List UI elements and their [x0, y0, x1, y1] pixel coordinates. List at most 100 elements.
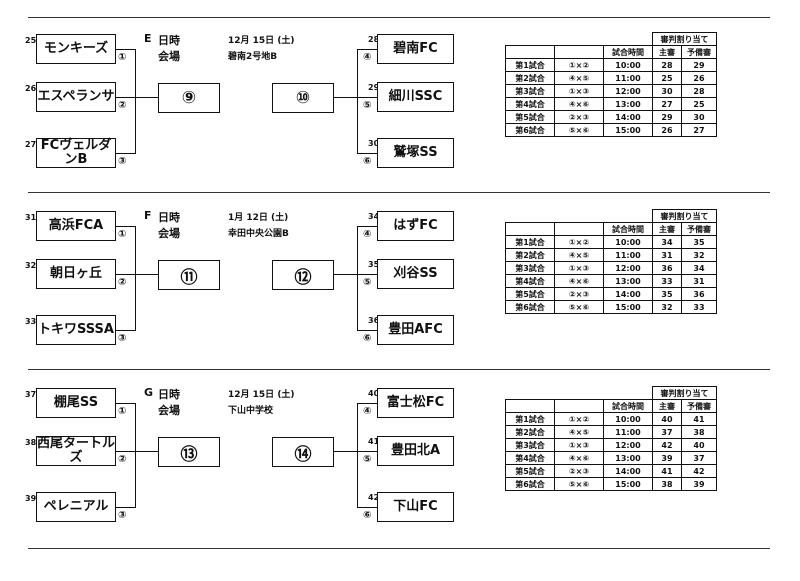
table-header-cell — [554, 45, 604, 59]
table-cell: 12:00 — [603, 261, 653, 275]
bracket-line — [116, 153, 136, 154]
table-cell: ①×② — [554, 58, 604, 72]
table-header-cell: 主審 — [652, 222, 682, 236]
table-header-cell: 主審 — [652, 45, 682, 59]
team-name-box: 細川SSC — [377, 82, 454, 112]
table-cell: 第6試合 — [505, 477, 555, 491]
table-cell: 39 — [681, 477, 717, 491]
table-cell: 33 — [652, 274, 682, 288]
bracket-line — [357, 274, 377, 275]
table-cell: 33 — [681, 300, 717, 314]
table-cell: 12:00 — [603, 84, 653, 98]
section-divider — [28, 192, 770, 193]
table-cell: ⑤×⑥ — [554, 300, 604, 314]
match-date: 12月 15日 (土) — [228, 390, 295, 400]
match-number-box: ⑭ — [272, 437, 334, 467]
table-cell: 第6試合 — [505, 123, 555, 137]
bracket-line — [116, 97, 136, 98]
blank-cell — [604, 387, 653, 400]
bracket-line — [357, 97, 377, 98]
table-cell: ④×⑥ — [554, 451, 604, 465]
table-cell: 第3試合 — [505, 438, 555, 452]
date-label: 日時 — [158, 388, 180, 401]
team-slot: ③ — [118, 510, 127, 521]
bracket-line — [357, 226, 377, 227]
bracket-line — [357, 330, 377, 331]
team-slot: ① — [118, 406, 127, 417]
team-seed: 32 — [25, 261, 37, 270]
table-cell: 14:00 — [603, 464, 653, 478]
table-cell: 第4試合 — [505, 451, 555, 465]
table-cell: 26 — [681, 71, 717, 85]
table-cell: 37 — [681, 451, 717, 465]
team-seed: 26 — [25, 84, 37, 93]
bracket-line — [334, 97, 358, 98]
team-seed: 38 — [25, 438, 37, 447]
team-slot: ② — [118, 100, 127, 111]
blank-cell — [604, 33, 653, 46]
table-cell: 第2試合 — [505, 71, 555, 85]
team-seed: 29 — [368, 83, 380, 92]
team-slot: ② — [118, 454, 127, 465]
blank-cell — [506, 210, 555, 223]
table-cell: ④×⑤ — [554, 71, 604, 85]
referee-assignment-header: 審判割り当て — [652, 386, 717, 400]
table-cell: ①×③ — [554, 84, 604, 98]
team-seed: 33 — [25, 317, 37, 326]
table-header-cell — [505, 222, 555, 236]
table-cell: ④×⑥ — [554, 97, 604, 111]
table-header-cell: 予備審 — [681, 222, 717, 236]
table-cell: ④×⑥ — [554, 274, 604, 288]
team-name-box: 棚尾SS — [36, 388, 116, 418]
team-seed: 36 — [368, 316, 380, 325]
referee-assignment-header: 審判割り当て — [652, 209, 717, 223]
table-cell: ②×③ — [554, 287, 604, 301]
bracket-line — [116, 330, 136, 331]
blank-cell — [555, 387, 604, 400]
table-cell: 32 — [652, 300, 682, 314]
team-slot: ③ — [118, 333, 127, 344]
table-cell: 31 — [681, 274, 717, 288]
match-number-box: ⑩ — [272, 83, 334, 113]
table-cell: 13:00 — [603, 451, 653, 465]
table-cell: 42 — [681, 464, 717, 478]
blank-cell — [506, 33, 555, 46]
table-cell: 39 — [652, 451, 682, 465]
match-venue: 幸田中央公園B — [228, 229, 289, 239]
table-cell: 15:00 — [603, 123, 653, 137]
team-name-box: モンキーズ — [36, 34, 116, 64]
table-cell: ②×③ — [554, 464, 604, 478]
team-name-box: エスペランサ — [36, 82, 116, 112]
team-name-box: 朝日ヶ丘 — [36, 259, 116, 289]
team-name-box: 西尾タートルズ — [36, 436, 116, 466]
table-cell: 34 — [652, 235, 682, 249]
table-cell: ②×③ — [554, 110, 604, 124]
match-number-box: ⑨ — [158, 83, 220, 113]
table-header-cell — [505, 45, 555, 59]
team-name-box: 高浜FCA — [36, 211, 116, 241]
table-cell: 30 — [681, 110, 717, 124]
team-name-box: 豊田北A — [377, 436, 454, 466]
team-slot: ⑥ — [363, 333, 372, 344]
table-cell: 30 — [652, 84, 682, 98]
team-name-box: 鷲塚SS — [377, 138, 454, 168]
date-label: 日時 — [158, 34, 180, 47]
table-cell: 13:00 — [603, 274, 653, 288]
bracket-line — [116, 403, 136, 404]
table-header-cell: 予備審 — [681, 45, 717, 59]
match-number-box: ⑫ — [272, 260, 334, 290]
table-cell: 第2試合 — [505, 248, 555, 262]
match-number-box: ⑪ — [158, 260, 220, 290]
bracket-line — [357, 49, 358, 154]
bracket-line — [334, 274, 358, 275]
